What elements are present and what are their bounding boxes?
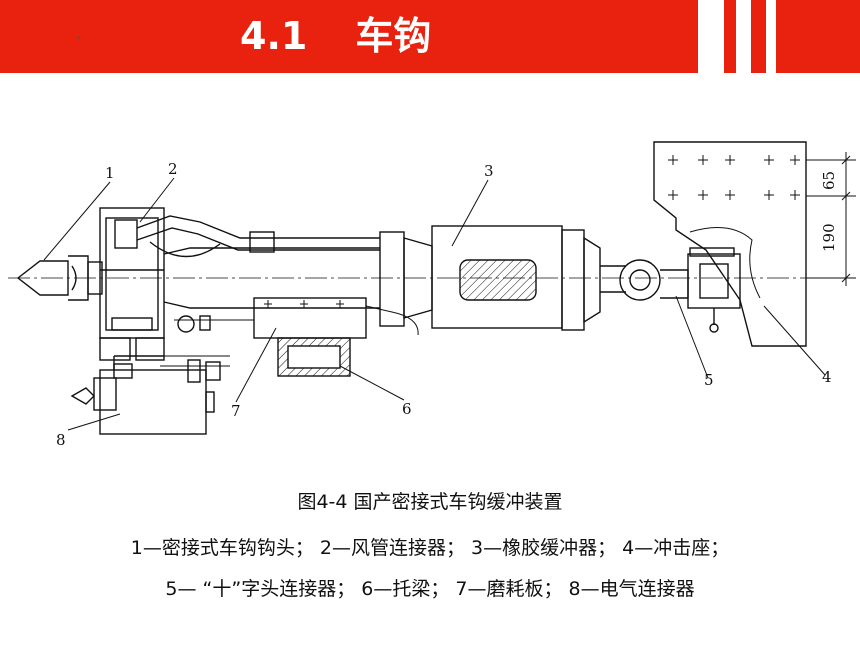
banner-stripe-gap bbox=[736, 0, 751, 73]
rubber-buffer bbox=[379, 225, 626, 331]
section-title: 车钩 bbox=[355, 14, 432, 58]
electric-connector bbox=[70, 355, 230, 435]
air-pipe-connector bbox=[114, 215, 380, 258]
coupler-head bbox=[16, 207, 165, 361]
coupler-diagram: 1 2 3 4 5 6 7 8 65 190 bbox=[8, 141, 856, 449]
cross-head-connector bbox=[619, 247, 741, 333]
figure-legend-line-2: 5— “十”字头连接器； 6—托梁； 7—磨耗板； 8—电气连接器 bbox=[165, 578, 695, 600]
callout-label: 5 bbox=[704, 371, 714, 389]
dimension-lines bbox=[806, 152, 856, 286]
callout-label: 4 bbox=[822, 368, 832, 386]
callout-label: 8 bbox=[56, 431, 66, 449]
dimension-label: 65 bbox=[820, 171, 838, 190]
wear-plate bbox=[174, 297, 419, 339]
banner-stripe-gap bbox=[698, 0, 724, 73]
callout-label: 1 bbox=[105, 164, 115, 182]
header-banner: 4.1 车钩 bbox=[0, 0, 860, 73]
callout-label: 6 bbox=[402, 400, 412, 418]
leader-lines bbox=[43, 177, 826, 431]
impact-seat bbox=[653, 141, 856, 347]
section-number: 4.1 bbox=[240, 14, 308, 58]
banner-stripe-gap bbox=[766, 0, 776, 73]
callout-label: 7 bbox=[231, 402, 241, 420]
support-beam bbox=[277, 337, 351, 377]
callout-label: 3 bbox=[484, 162, 494, 180]
dimension-label: 190 bbox=[820, 223, 838, 252]
figure-caption-title: 图4-4 国产密接式车钩缓冲装置 bbox=[297, 491, 563, 513]
section-heading: 4.1 车钩 bbox=[240, 6, 431, 66]
callout-label: 2 bbox=[168, 160, 178, 178]
figure-legend-line-1: 1—密接式车钩钩头； 2—风管连接器； 3—橡胶缓冲器； 4—冲击座； bbox=[130, 537, 730, 559]
decorative-dot bbox=[77, 36, 80, 39]
draft-rod bbox=[163, 231, 380, 309]
